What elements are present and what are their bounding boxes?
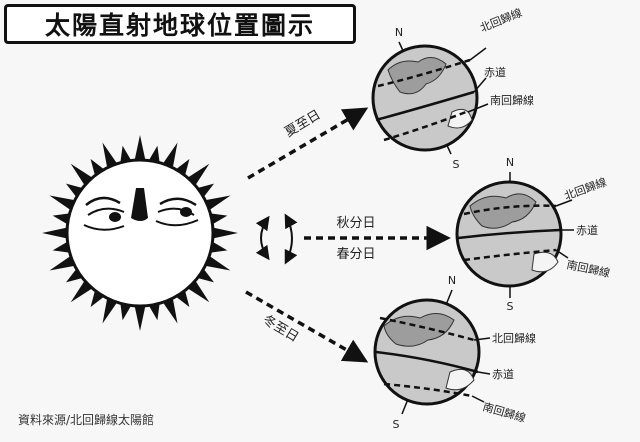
globe-middle-tropic-cancer: 北回歸線 [562, 175, 608, 203]
globe-top-tropic-cancer: 北回歸線 [478, 5, 524, 34]
sun-right-eye [180, 207, 192, 217]
source-credit: 資料來源/北回歸線太陽館 [18, 413, 155, 427]
sun-ray [163, 299, 178, 324]
sun-ray [213, 227, 238, 239]
sun-ray [206, 256, 231, 271]
sun-ray [102, 142, 117, 167]
globe-top-north: N [395, 26, 403, 39]
sun-ray [149, 145, 160, 162]
sun-ray [211, 242, 228, 253]
globe-middle-south: S [507, 300, 514, 313]
sun-ray [49, 256, 74, 271]
sun-ray [163, 142, 178, 167]
sun-ray [206, 195, 231, 210]
sun-nose [131, 188, 148, 221]
globe-middle: N S 北回歸線 赤道 南回歸線 [455, 156, 611, 313]
globe-middle-north: N [506, 156, 514, 169]
sun-ray [102, 299, 117, 324]
globe-bottom-tropic-cancer: 北回歸線 [492, 331, 536, 345]
sun-ray [211, 213, 228, 224]
sun-ray [149, 304, 160, 321]
sun-ray [49, 195, 74, 210]
arrow-summer: 夏至日 [247, 107, 369, 180]
sun-ray [70, 163, 92, 185]
globe-top-tropic-capricorn: 南回歸線 [490, 93, 534, 107]
sun-ray [134, 306, 146, 331]
sun-ray [188, 163, 210, 185]
winter-solstice-label: 冬至日 [260, 312, 302, 346]
globe-bottom: N S 北回歸線 赤道 南回歸線 [373, 274, 536, 431]
sun [42, 135, 238, 331]
title-box: 太陽直射地球位置圖示 [4, 4, 356, 44]
arrow-winter: 冬至日 [245, 290, 369, 363]
autumn-equinox-label: 秋分日 [336, 216, 375, 231]
sun-ray [134, 135, 146, 160]
globe-bottom-north: N [448, 274, 456, 287]
spring-equinox-label: 春分日 [336, 247, 375, 262]
globe-top: N S 北回歸線 赤道 南回歸線 [371, 5, 534, 171]
sun-ray [52, 242, 69, 253]
sun-ray [188, 281, 210, 303]
globe-bottom-south: S [393, 418, 400, 431]
sun-ray [52, 213, 69, 224]
rotation-marks [255, 213, 298, 265]
sun-ray [120, 145, 131, 162]
globe-bottom-equator: 赤道 [492, 367, 514, 381]
sun-ray [42, 227, 67, 239]
sun-face [83, 188, 199, 231]
sun-ray [120, 304, 131, 321]
diagram-title: 太陽直射地球位置圖示 [44, 11, 315, 40]
globe-bottom-tropic-capricorn: 南回歸線 [481, 399, 527, 425]
arrow-equinox: 秋分日 春分日 [304, 216, 451, 262]
globe-top-equator: 赤道 [484, 65, 506, 79]
globe-middle-tropic-capricorn: 南回歸線 [565, 257, 611, 280]
sun-ray [70, 281, 92, 303]
sun-disc [65, 158, 215, 308]
globe-middle-equator: 赤道 [576, 223, 598, 237]
summer-solstice-label: 夏至日 [282, 107, 323, 140]
sun-left-eye [109, 212, 121, 222]
globe-top-south: S [453, 158, 460, 171]
